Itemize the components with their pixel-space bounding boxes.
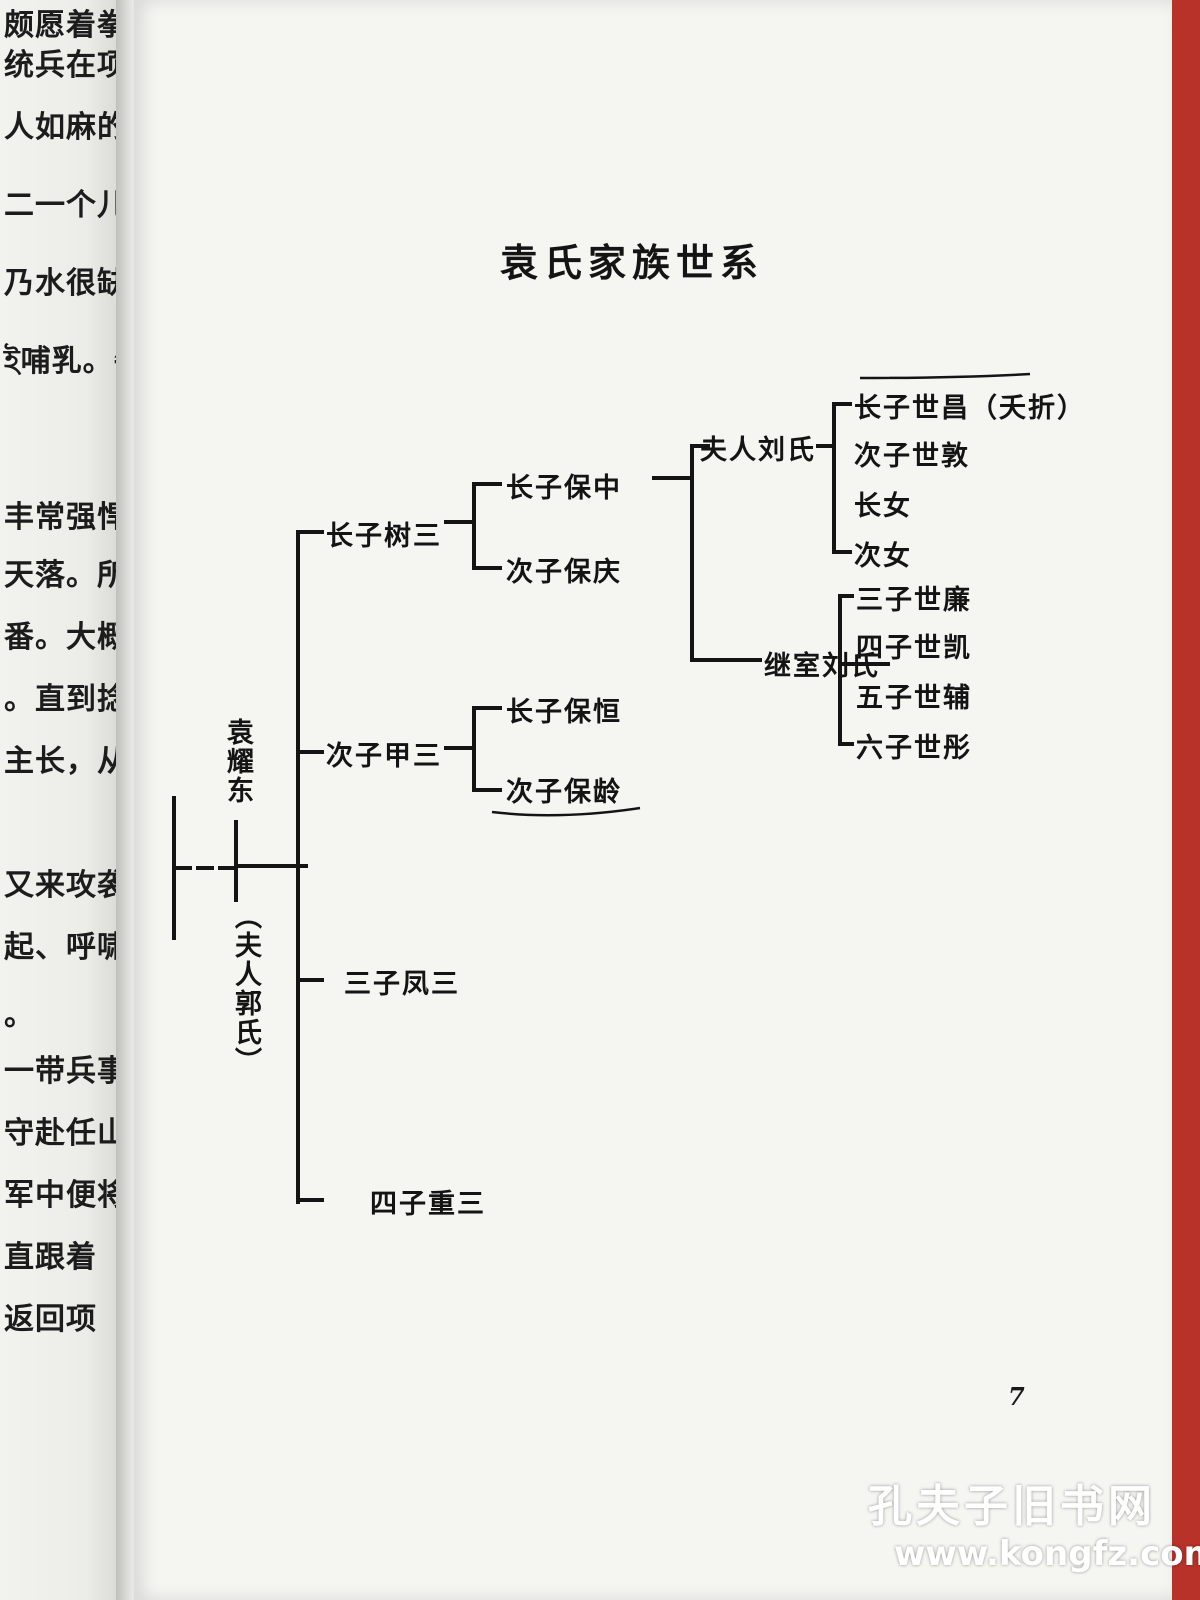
son-1: 长子树三 (326, 521, 442, 552)
genealogy-title: 袁氏家族世系 (500, 241, 765, 285)
left-page-line: 一带兵事 (4, 1054, 122, 1089)
left-page-line: 乃水很缺， (4, 266, 122, 301)
child-shilian: 三子世廉 (856, 585, 972, 616)
left-page-line: 。 (4, 998, 35, 1033)
grandson-baozhong: 长子保中 (506, 473, 622, 504)
child-shikai: 四子世凯 (856, 633, 972, 664)
wife-second: 继室刘氏 (764, 651, 880, 682)
grandson-baoling: 次子保龄 (506, 777, 622, 808)
left-page-line: 返回项 (4, 1302, 97, 1337)
left-page-line: ই哺乳。牛氏 (4, 344, 122, 379)
left-page-line: 又来攻袭 (4, 868, 122, 903)
left-page-line: 守赴任山 (4, 1116, 122, 1151)
child-shidun: 次子世敦 (854, 441, 970, 472)
left-page-line: 人如麻的悍 (4, 110, 122, 145)
left-page-line: 军中便将 (4, 1178, 122, 1213)
child-shitong: 六子世彤 (856, 733, 972, 764)
child-shifu: 五子世辅 (856, 683, 972, 714)
page-number: 7 (1008, 1382, 1025, 1411)
pen-underline-baoling (491, 806, 641, 817)
son-2: 次子甲三 (326, 741, 442, 772)
right-page (134, 0, 1172, 1600)
left-page-line: 天落。所以 (4, 558, 122, 593)
left-page-line: 主长，从小 (4, 744, 122, 779)
root-spouse: （夫人郭氏） (230, 902, 261, 1076)
watermark-text: 孔夫子旧书网 (868, 1481, 1156, 1532)
child-elder-daughter: 长女 (854, 491, 912, 522)
pen-underline-top (859, 372, 1031, 380)
left-page-line: 直跟着 (4, 1240, 97, 1275)
left-page-line: 。直到捻 (4, 682, 122, 717)
left-page-line: 统兵在项城 (4, 48, 122, 83)
left-page-line: 起、呼啸 (4, 930, 122, 965)
child-younger-daughter: 次女 (854, 541, 912, 572)
son-4: 四子重三 (370, 1189, 486, 1220)
left-page: 颇愿着拳统兵在项城人如麻的悍二一个儿子乃水很缺， ই哺乳。牛氏丰常强悍，所天落。所… (0, 0, 122, 1600)
watermark-url: www.kongfz.com (894, 1534, 1200, 1574)
left-page-line: 颇愿着拳 (4, 8, 122, 43)
left-page-line: 番。大概 (4, 620, 122, 655)
grandson-baoqing: 次子保庆 (506, 557, 622, 588)
grandson-baoheng: 长子保恒 (506, 697, 622, 728)
son-3: 三子凤三 (344, 969, 460, 1000)
left-page-line: 丰常强悍，所 (4, 500, 122, 535)
left-page-line: 二一个儿子 (4, 188, 122, 223)
root-person: 袁耀东 (222, 718, 253, 805)
child-shichang: 长子世昌（夭折） (854, 393, 1086, 424)
wife-first: 夫人刘氏 (700, 435, 816, 466)
